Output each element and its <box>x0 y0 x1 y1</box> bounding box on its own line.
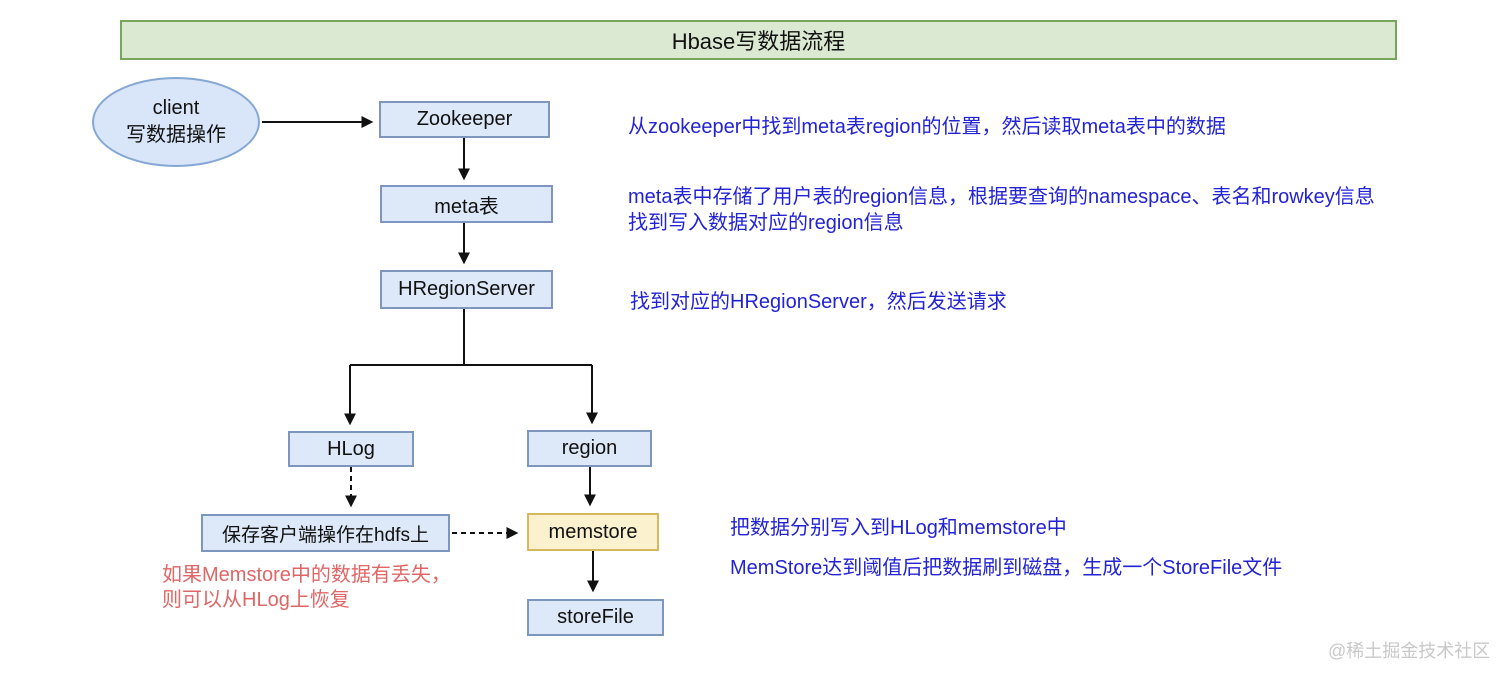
client-label-line2: 写数据操作 <box>126 124 226 146</box>
recovery-note-line2: 则可以从HLog上恢复 <box>162 589 350 611</box>
page-title: Hbase写数据流程 <box>671 29 846 54</box>
hlog-node: HLog <box>288 431 414 467</box>
meta-table-label: meta表 <box>434 195 499 218</box>
annotation-step4: 把数据分别写入到HLog和memstore中 <box>730 517 1067 539</box>
hdfs-save-label: 保存客户端操作在hdfs上 <box>222 524 429 546</box>
zookeeper-label: Zookeeper <box>416 108 513 130</box>
branch-line-hregionserver <box>350 309 592 366</box>
client-label-line1: client <box>152 97 200 119</box>
region-label: region <box>561 437 618 459</box>
hlog-label: HLog <box>327 437 375 460</box>
hregionserver-label: HRegionServer <box>398 278 535 300</box>
annotation-step2-line2: 找到写入数据对应的region信息 <box>628 212 904 234</box>
hregionserver-node: HRegionServer <box>380 270 553 309</box>
zookeeper-node: Zookeeper <box>379 101 550 138</box>
annotation-step1: 从zookeeper中找到meta表region的位置，然后读取meta表中的数… <box>628 116 1226 138</box>
storefile-node: storeFile <box>527 599 664 636</box>
client-ellipse: client 写数据操作 <box>92 77 260 167</box>
annotation-step2-line1: meta表中存储了用户表的region信息，根据要查询的namespace、表名… <box>628 186 1375 208</box>
hdfs-save-node: 保存客户端操作在hdfs上 <box>201 514 450 552</box>
recovery-note-line1: 如果Memstore中的数据有丢失， <box>162 564 451 586</box>
annotation-step3: 找到对应的HRegionServer，然后发送请求 <box>630 291 1007 313</box>
recovery-note: 如果Memstore中的数据有丢失， 则可以从HLog上恢复 <box>162 563 451 613</box>
memstore-node: memstore <box>527 513 659 551</box>
meta-table-node: meta表 <box>380 185 553 223</box>
region-node: region <box>527 430 652 467</box>
annotation-step5: MemStore达到阈值后把数据刷到磁盘，生成一个StoreFile文件 <box>730 557 1283 579</box>
storefile-label: storeFile <box>557 606 634 628</box>
annotation-step2: meta表中存储了用户表的region信息，根据要查询的namespace、表名… <box>628 184 1375 236</box>
watermark: @稀土掘金技术社区 <box>1328 641 1491 661</box>
memstore-label: memstore <box>548 520 638 543</box>
title-banner: Hbase写数据流程 <box>120 20 1397 60</box>
